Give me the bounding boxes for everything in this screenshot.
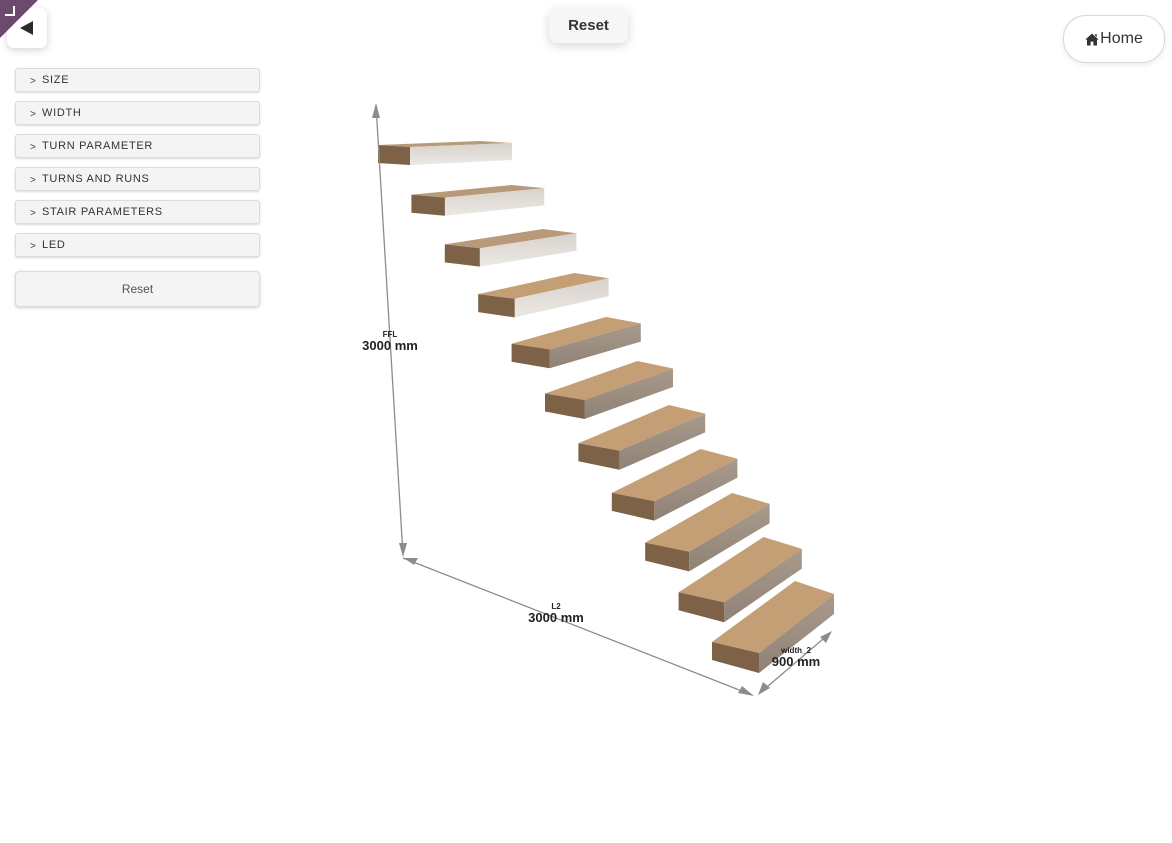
tread-top-face: [411, 185, 545, 198]
tread-side-face: [654, 458, 738, 521]
tread-top-face: [444, 229, 577, 249]
accordion-label: TURN PARAMETER: [42, 140, 154, 152]
arrowhead-icon: [758, 682, 770, 695]
chevron-right-icon: >: [30, 207, 36, 219]
tread-end-face: [378, 145, 410, 165]
tread-top-face: [578, 405, 706, 451]
tread-end-face: [478, 294, 515, 318]
tread-side-face: [584, 368, 673, 419]
dimension-value: 3000 mm: [528, 610, 584, 625]
accordion-label: WIDTH: [42, 107, 82, 119]
accordion-turn-parameter[interactable]: > TURN PARAMETER: [15, 134, 260, 158]
tread-end-face: [444, 244, 480, 267]
accordion-stair-parameters[interactable]: > STAIR PARAMETERS: [15, 200, 260, 224]
accordion-led[interactable]: > LED: [15, 233, 260, 257]
corner-badge: [0, 0, 38, 38]
chevron-right-icon: >: [30, 141, 36, 153]
tread-top-face: [712, 581, 834, 653]
tread-end-face: [712, 642, 759, 673]
tread-top-face: [611, 449, 738, 502]
dimension-line: [402, 557, 753, 696]
home-icon: [1085, 33, 1099, 45]
tread-side-face: [689, 503, 770, 572]
dimension-value: 3000 mm: [362, 338, 418, 353]
accordion-width[interactable]: > WIDTH: [15, 101, 260, 125]
home-label: Home: [1100, 30, 1143, 47]
dimension-name: width_2: [781, 646, 811, 655]
home-button[interactable]: Home: [1063, 15, 1165, 63]
tread-side-face: [514, 278, 609, 318]
length-dimension-label: L2 3000 mm: [520, 602, 592, 625]
arrowhead-icon: [372, 103, 380, 118]
accordion-size[interactable]: > SIZE: [15, 68, 260, 92]
tread-side-face: [619, 413, 706, 470]
tread-top-face: [678, 537, 802, 603]
accordion-label: STAIR PARAMETERS: [42, 206, 163, 218]
dimension-name: L2: [551, 602, 561, 611]
tread-top-face: [378, 141, 512, 147]
arrowhead-icon: [404, 558, 418, 565]
tread-end-face: [678, 592, 725, 623]
chevron-right-icon: >: [30, 75, 36, 87]
dimension-name: FFL: [382, 330, 398, 339]
tread-top-face: [545, 361, 673, 400]
tread-end-face: [511, 343, 550, 369]
tread-top-face: [645, 493, 770, 552]
tread-end-face: [545, 393, 585, 419]
tread-top-face: [511, 317, 641, 350]
tread-top-face: [478, 273, 609, 299]
accordion-label: TURNS AND RUNS: [42, 173, 150, 185]
tread-side-face: [759, 594, 834, 673]
width-dimension-label: width_2 900 mm: [760, 646, 832, 669]
dimension-line: [759, 632, 831, 694]
arrowhead-icon: [738, 686, 754, 696]
tread-end-face: [611, 492, 655, 521]
accordion-turns-and-runs[interactable]: > TURNS AND RUNS: [15, 167, 260, 191]
tread-side-face: [444, 188, 545, 216]
dimension-line: [375, 104, 404, 556]
arrowhead-icon: [399, 543, 407, 557]
tread-side-face: [724, 548, 802, 623]
tread-end-face: [411, 194, 445, 216]
accordion-label: SIZE: [42, 74, 70, 86]
tread-end-face: [645, 542, 690, 572]
reset-view-button[interactable]: Reset: [549, 8, 628, 43]
tread-side-face: [479, 233, 577, 267]
sidebar-reset-button[interactable]: Reset: [15, 271, 260, 307]
accordion-label: LED: [42, 239, 66, 251]
dimension-value: 900 mm: [771, 654, 821, 669]
parameter-sidebar: > SIZE > WIDTH > TURN PARAMETER > TURNS …: [15, 68, 260, 307]
chevron-right-icon: >: [30, 174, 36, 186]
height-dimension-label: FFL 3000 mm: [355, 330, 425, 353]
tread-side-face: [410, 143, 512, 165]
chevron-right-icon: >: [30, 240, 36, 252]
chevron-right-icon: >: [30, 108, 36, 120]
corner-bracket-icon[interactable]: [5, 6, 15, 16]
arrowhead-icon: [820, 631, 832, 643]
tread-end-face: [578, 443, 620, 470]
tread-side-face: [549, 323, 641, 369]
